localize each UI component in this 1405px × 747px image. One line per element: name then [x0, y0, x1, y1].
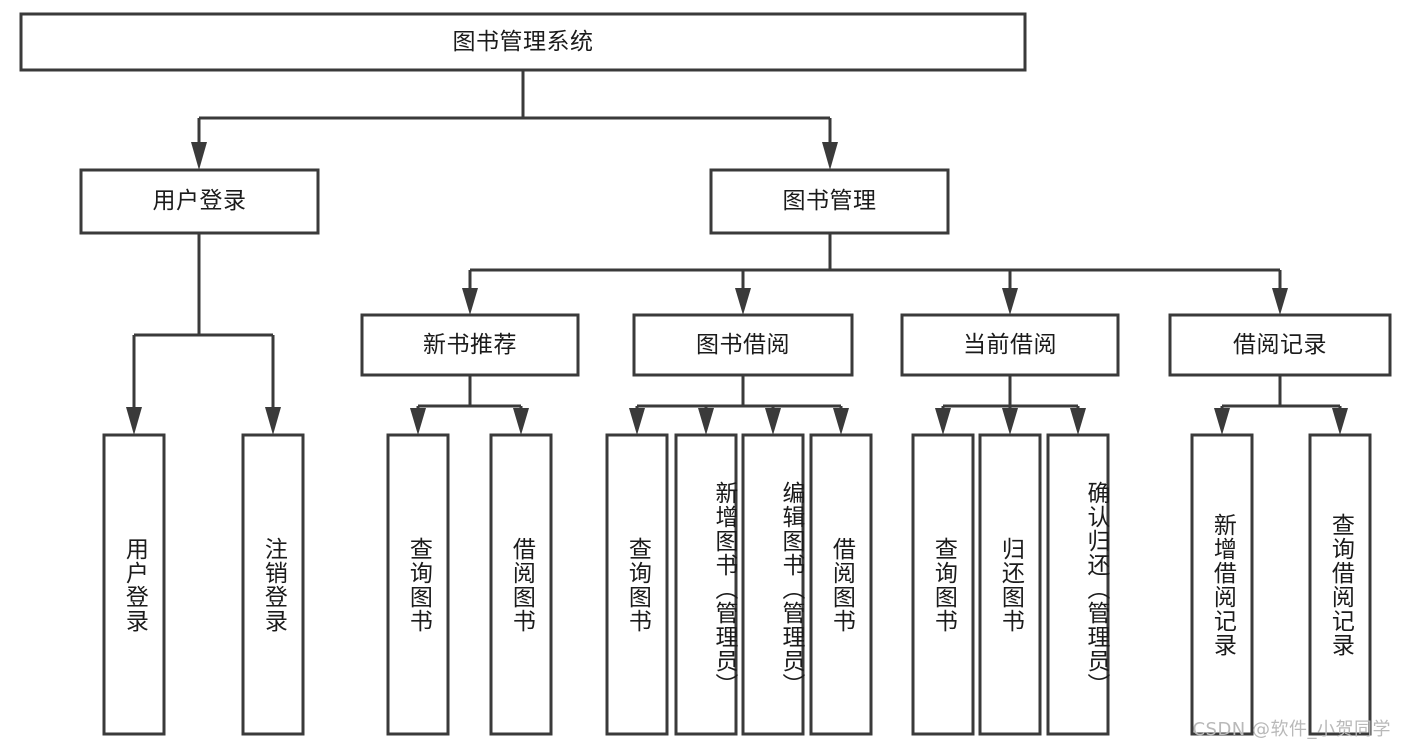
leaf-current-borrow-confirm-return[interactable] [1046, 433, 1110, 736]
node-new-book-recommend[interactable] [360, 313, 580, 377]
arrowhead-user-login [191, 142, 207, 170]
arrowhead-book-management [822, 142, 838, 170]
arrowhead-new-book-recommend [462, 288, 478, 315]
node-user-login[interactable] [79, 168, 320, 235]
node-book-borrow[interactable] [632, 313, 854, 377]
arrowhead-leaf-user-login-2 [265, 407, 281, 435]
leaf-current-borrow-return-book[interactable] [978, 433, 1042, 736]
arrowhead-leaf-book-borrow-4 [833, 408, 849, 435]
arrowhead-leaf-current-borrow-3 [1070, 408, 1086, 435]
arrowhead-leaf-new-book-1 [410, 408, 426, 435]
arrowhead-book-borrow [735, 288, 751, 315]
leaf-user-login-user-login[interactable] [102, 433, 166, 736]
leaf-borrow-record-add-record[interactable] [1190, 433, 1254, 736]
arrowhead-borrow-record [1272, 288, 1288, 315]
arrowhead-leaf-book-borrow-1 [629, 408, 645, 435]
arrowhead-leaf-book-borrow-2 [698, 408, 714, 435]
csdn-watermark: CSDN @软件_小贺同学 [1192, 719, 1391, 740]
leaf-borrow-record-query-record[interactable] [1308, 433, 1372, 736]
node-root-book-management-system[interactable] [19, 12, 1027, 72]
leaf-book-borrow-query-book[interactable] [605, 433, 669, 736]
arrowhead-leaf-borrow-record-2 [1332, 408, 1348, 435]
arrowhead-leaf-current-borrow-1 [935, 408, 951, 435]
leaf-user-login-logout[interactable] [241, 433, 305, 736]
arrowhead-leaf-new-book-2 [513, 408, 529, 435]
arrowhead-current-borrow [1002, 288, 1018, 315]
arrowhead-leaf-user-login-1 [126, 407, 142, 435]
leaf-current-borrow-query-book[interactable] [911, 433, 975, 736]
leaf-new-book-borrow-book[interactable] [489, 433, 553, 736]
arrowhead-leaf-book-borrow-3 [765, 408, 781, 435]
node-book-management[interactable] [709, 168, 950, 235]
leaf-new-book-query-book[interactable] [386, 433, 450, 736]
leaf-book-borrow-edit-book[interactable] [741, 433, 805, 736]
leaf-book-borrow-borrow-book[interactable] [809, 433, 873, 736]
arrowhead-leaf-current-borrow-2 [1002, 408, 1018, 435]
arrowhead-leaf-borrow-record-1 [1214, 408, 1230, 435]
leaf-book-borrow-add-book[interactable] [674, 433, 738, 736]
node-borrow-record[interactable] [1168, 313, 1392, 377]
node-current-borrow[interactable] [900, 313, 1120, 377]
